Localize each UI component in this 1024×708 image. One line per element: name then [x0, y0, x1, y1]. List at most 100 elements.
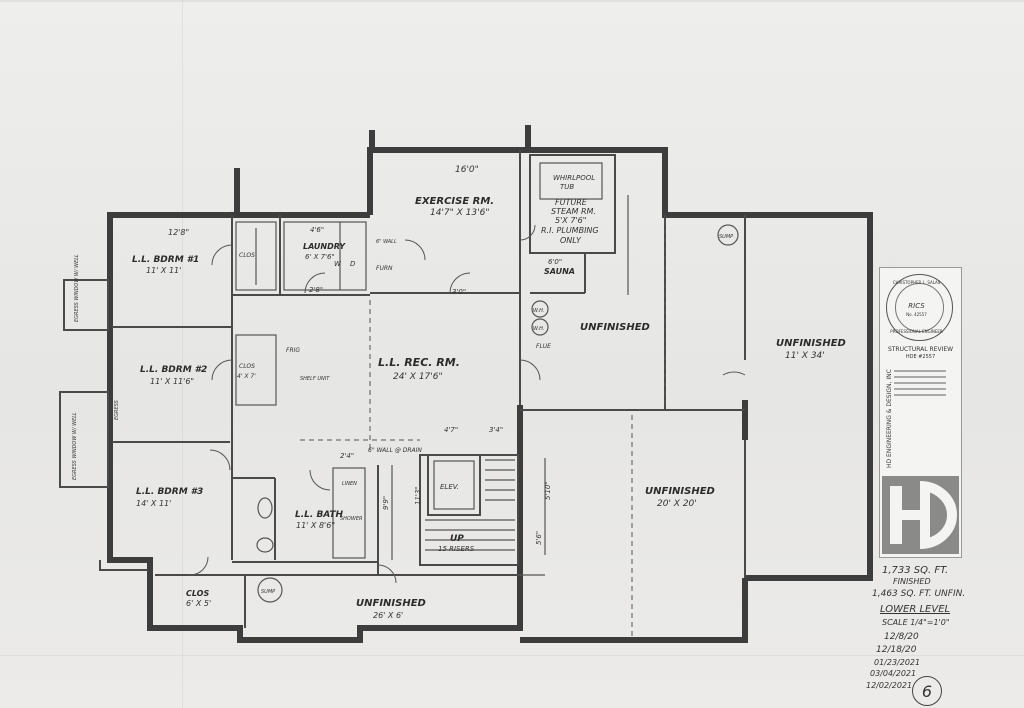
- engineer-stamp-panel: CHRISTOPHER L. SALAS RICS No. 42557 PROF…: [879, 267, 962, 558]
- bedroom1-name: L.L. BDRM #1: [132, 255, 199, 265]
- scale-note: SCALE 1/4"=1'0": [882, 618, 950, 627]
- unfinished-ne-name: UNFINISHED: [580, 322, 650, 333]
- review-fine-print: [894, 366, 946, 410]
- bedroom2-dims: 11' X 11'6": [150, 377, 194, 386]
- furn-label: FURN: [376, 265, 393, 272]
- rec-room-name: L.L. REC. RM.: [378, 356, 460, 369]
- engineer-seal: CHRISTOPHER L. SALAS RICS No. 42557 PROF…: [886, 274, 953, 341]
- exercise-room-dims: 14'7" X 13'6": [430, 208, 489, 218]
- egress-wells: [59, 279, 109, 488]
- bath-name: L.L. BATH: [295, 510, 344, 520]
- paper-fold-line-horizontal: [0, 655, 1024, 656]
- exercise-top-dim: 16'0": [455, 165, 479, 175]
- sheet-number: 6: [912, 676, 942, 706]
- interior-walls: [112, 150, 748, 636]
- six-inch-wall-drain-label: 6" WALL @ DRAIN: [368, 447, 422, 454]
- frig-label: FRIG: [286, 347, 300, 354]
- six-inch-wall-label: 6" WALL: [376, 239, 397, 245]
- door-dim-3ft: 3'0": [452, 288, 466, 296]
- date4-note: 03/04/2021: [870, 669, 917, 678]
- egress1-label: EGRESS WINDOW W/ WELL: [74, 254, 80, 322]
- date2-note: 12/18/20: [876, 645, 917, 655]
- date1-note: 12/8/20: [884, 632, 919, 642]
- hd-logo-icon: [890, 481, 957, 549]
- unfinished-e-name: UNFINISHED: [776, 338, 846, 349]
- equipment: [256, 224, 739, 603]
- egress-side-label: EGRESS: [114, 399, 120, 420]
- clos-dims-label: 4' X 7': [237, 373, 256, 380]
- dim-2ft4: 2'4": [340, 452, 354, 460]
- seal-name: CHRISTOPHER L. SALAS: [892, 280, 941, 285]
- unfinished-se-dims: 20' X 20': [657, 499, 697, 509]
- stairs-risers: 15 RISERS: [438, 545, 475, 553]
- bath-dims: 11' X 8'6": [296, 521, 335, 530]
- dim-5ft10: 5'10": [544, 481, 552, 500]
- whirlpool-line3: FUTURE: [555, 198, 588, 207]
- bedroom3-dims: 14' X 11': [136, 499, 171, 508]
- exercise-room-name: EXERCISE RM.: [415, 196, 494, 207]
- sauna-dims: 6'0": [548, 258, 562, 266]
- elevator-label: ELEV.: [440, 483, 459, 491]
- rec-room-dims: 24' X 17'6": [393, 372, 443, 382]
- stairs-up-label: UP: [450, 534, 464, 544]
- whirlpool-line7: ONLY: [560, 236, 582, 245]
- clos-bottom-name: CLOS: [186, 589, 209, 598]
- bedroom1-top-dim: 12'8": [168, 228, 189, 237]
- bedroom2-name: L.L. BDRM #2: [140, 365, 207, 375]
- shower-label: SHOWER: [340, 516, 362, 522]
- bedroom3-name: L.L. BDRM #3: [136, 487, 203, 497]
- firm-name: HD ENGINEERING & DESIGN, INC: [886, 369, 893, 468]
- shelf-unit-label: SHELF UNIT: [300, 376, 330, 382]
- finished-label-note: FINISHED: [893, 577, 931, 586]
- dim-9ft9: 9'9": [382, 496, 390, 510]
- unfinished-e-dims: 11' X 34': [785, 351, 825, 361]
- dim-5ft6: 5'6": [535, 531, 543, 545]
- laundry-name: LAUNDRY: [303, 242, 346, 251]
- level-note: LOWER LEVEL: [880, 604, 951, 615]
- seal-center: RICS: [908, 302, 925, 310]
- whirlpool-line4: STEAM RM.: [551, 207, 596, 216]
- egress2-label: EGRESS WINDOW W/ WELL: [72, 412, 78, 480]
- clos2-label: CLOS: [239, 363, 255, 370]
- whirlpool-line2: TUB: [560, 183, 574, 191]
- door-dim-2ft8: 2'8": [309, 286, 323, 294]
- sump1-label: SUMP: [719, 234, 733, 240]
- unfinished-s-dims: 26' X 6': [373, 611, 403, 620]
- flue-label: FLUE: [536, 343, 551, 350]
- date3-note: 01/23/2021: [874, 658, 921, 667]
- whirlpool-line6: R.I. PLUMBING: [541, 226, 599, 235]
- whirlpool-line1: WHIRLPOOL: [553, 174, 595, 182]
- seal-license: No. 42557: [906, 312, 927, 317]
- door-swings: [189, 224, 746, 584]
- seal-inner-ring: [895, 283, 944, 332]
- structural-review-code: HDE #2557: [905, 354, 936, 360]
- dimension-lines: [391, 195, 629, 576]
- paper-fold-line: [182, 0, 183, 708]
- sump2-label: SUMP: [261, 589, 275, 595]
- paper-edge: [0, 0, 1024, 2]
- dim-4ft7: 4'7": [444, 426, 458, 434]
- sauna-name: SAUNA: [544, 267, 575, 276]
- dim-3ft4: 3'4": [489, 426, 503, 434]
- date5-note: 12/02/2021: [866, 681, 913, 690]
- finished-area-note: 1,733 SQ. FT.: [882, 565, 949, 576]
- dryer-label: D: [350, 260, 356, 268]
- unfinished-se-name: UNFINISHED: [645, 486, 715, 497]
- bedroom1-dims: 11' X 11': [146, 266, 181, 275]
- wh1-label: W.H.: [533, 308, 544, 314]
- clos1-label: CLOS: [239, 252, 255, 259]
- unfinished-area-note: 1,463 SQ. FT. UNFIN.: [872, 589, 966, 599]
- whirlpool-line5: 5'X 7'6": [555, 216, 586, 225]
- seal-bottom-text: PROFESSIONAL ENGINEER: [890, 329, 943, 334]
- wh2-label: W.H.: [533, 326, 544, 332]
- washer-label: W: [334, 260, 342, 268]
- clos-bottom-dims: 6' X 5': [186, 599, 211, 608]
- unfinished-s-name: UNFINISHED: [356, 598, 426, 609]
- linen-label: LINEN: [342, 481, 357, 487]
- laundry-dims: 6' X 7'6": [305, 253, 335, 261]
- structural-review-title: STRUCTURAL REVIEW: [887, 346, 954, 353]
- dim-11ft3: 11'3": [414, 486, 422, 505]
- laundry-top-dim: 4'6": [310, 226, 324, 234]
